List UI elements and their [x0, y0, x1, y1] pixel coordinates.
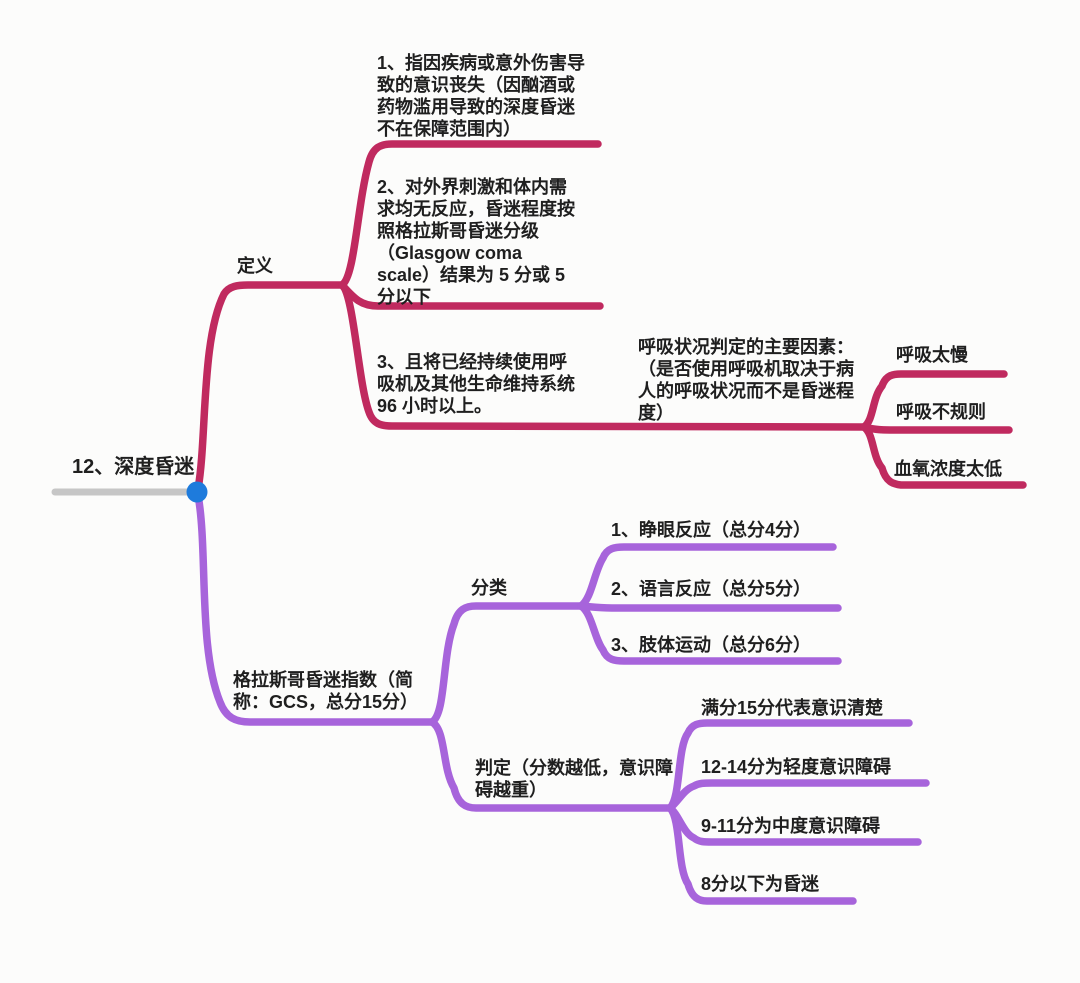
- root-node-dot[interactable]: [186, 481, 208, 503]
- connector-breath-irregular: [860, 423, 1013, 434]
- definition-point-1[interactable]: 1、指因疾病或意外伤害导 致的意识丧失（因酗酒或 药物滥用导致的深度昏迷 不在保…: [377, 53, 586, 139]
- leaf-verbal-response[interactable]: 2、语言反应（总分5分）: [611, 579, 812, 599]
- connector-low-blood-oxygen: [860, 423, 1027, 489]
- definition-point-2[interactable]: 2、对外界刺激和体内需 求均无反应，昏迷程度按 照格拉斯哥昏迷分级 （Glasg…: [377, 177, 575, 307]
- leaf-score-below-8[interactable]: 8分以下为昏迷: [701, 874, 820, 894]
- gcs-branch-label[interactable]: 格拉斯哥昏迷指数（简 称：GCS，总分15分）: [233, 670, 419, 712]
- leaf-score-15[interactable]: 满分15分代表意识清楚: [701, 698, 884, 718]
- leaf-motor-response[interactable]: 3、肢体运动（总分6分）: [611, 635, 812, 655]
- root-node-label[interactable]: 12、深度昏迷: [72, 456, 195, 478]
- connector-breath-too-slow: [860, 370, 1008, 431]
- leaf-breath-irregular[interactable]: 呼吸不规则: [896, 402, 986, 422]
- connector-motor-response: [577, 602, 842, 665]
- leaf-score-9-11[interactable]: 9-11分为中度意识障碍: [701, 816, 881, 836]
- leaf-breath-too-slow[interactable]: 呼吸太慢: [896, 345, 968, 365]
- leaf-score-12-14[interactable]: 12-14分为轻度意识障碍: [701, 757, 892, 777]
- connector-score-12-14: [666, 779, 930, 812]
- leaf-low-blood-oxygen[interactable]: 血氧浓度太低: [894, 459, 1002, 479]
- classification-node-label[interactable]: 分类: [471, 578, 507, 598]
- judgment-node-label[interactable]: 判定（分数越低，意识障 碍越重）: [475, 758, 673, 800]
- connector-definition-trunk: [194, 281, 346, 493]
- connector-judgment: [428, 718, 674, 812]
- connector-definition-point-1: [338, 140, 602, 289]
- definition-point-3[interactable]: 3、且将已经持续使用呼 吸机及其他生命维持系统 96 小时以上。: [377, 352, 575, 416]
- connector-gcs-trunk: [194, 491, 436, 726]
- connector-classification: [428, 602, 585, 726]
- connector-definition-point-3: [338, 281, 868, 431]
- connector-score-below-8: [666, 804, 857, 905]
- breathing-factors-node[interactable]: 呼吸状况判定的主要因素： （是否使用呼吸机取决于病 人的呼吸状况而不是昏迷程 度…: [638, 337, 854, 423]
- connector-score-15: [666, 719, 913, 812]
- definition-branch-label[interactable]: 定义: [237, 256, 273, 276]
- leaf-eye-response[interactable]: 1、睁眼反应（总分4分）: [611, 520, 812, 540]
- connector-eye-response: [577, 543, 837, 610]
- connector-verbal-response: [577, 602, 842, 612]
